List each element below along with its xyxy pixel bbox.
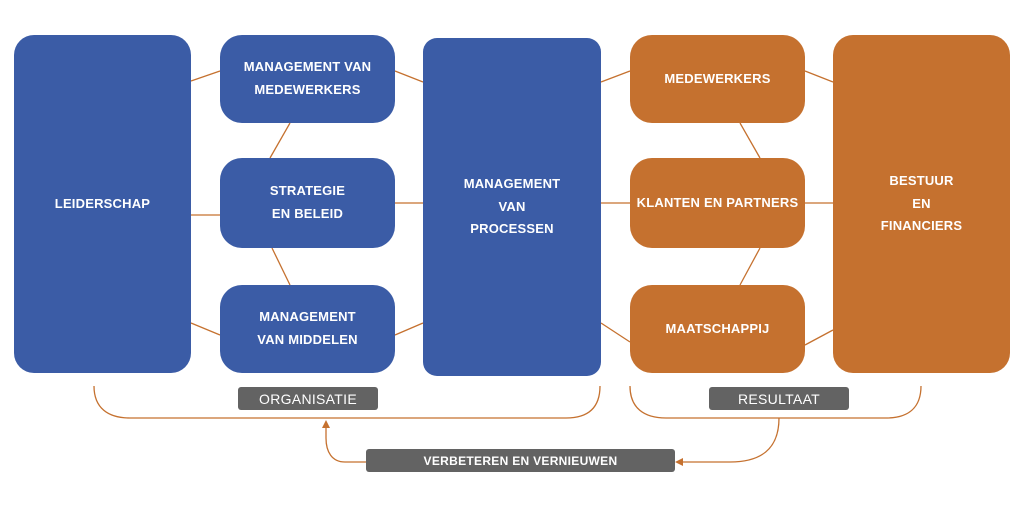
- label-organisatie: ORGANISATIE: [238, 387, 378, 410]
- box-maatschappij: MAATSCHAPPIJ: [630, 285, 805, 373]
- box-management-van-medewerkers-line-1: MANAGEMENT VAN: [243, 59, 372, 75]
- box-management-van-middelen-line-1: MANAGEMENT: [259, 309, 356, 325]
- box-bestuur-en-financiers-line-3: FINANCIERS: [880, 218, 963, 234]
- box-klanten-en-partners: KLANTEN EN PARTNERS: [630, 158, 805, 248]
- box-management-van-processen-line-2: VAN: [498, 198, 526, 214]
- box-medewerkers-line-1: MEDEWERKERS: [664, 70, 771, 86]
- box-bestuur-en-financiers-line-2: EN: [912, 195, 931, 211]
- box-strategie-en-beleid-line-1: STRATEGIE: [269, 183, 346, 199]
- label-resultaat: RESULTAAT: [709, 387, 849, 410]
- label-verbeteren-en-vernieuwen: VERBETEREN EN VERNIEUWEN: [366, 449, 675, 472]
- box-leiderschap-line-1: LEIDERSCHAP: [54, 195, 151, 211]
- box-medewerkers: MEDEWERKERS: [630, 35, 805, 123]
- box-management-van-middelen-line-2: VAN MIDDELEN: [257, 332, 358, 347]
- box-bestuur-en-financiers: BESTUUR EN FINANCIERS: [833, 35, 1010, 373]
- box-management-van-processen: MANAGEMENT VAN PROCESSEN: [423, 38, 601, 376]
- box-bestuur-en-financiers-line-1: BESTUUR: [889, 172, 954, 188]
- box-strategie-en-beleid: STRATEGIE EN BELEID: [220, 158, 395, 248]
- box-management-van-processen-line-1: MANAGEMENT: [463, 175, 561, 191]
- box-maatschappij-line-1: MAATSCHAPPIJ: [665, 320, 770, 336]
- box-strategie-en-beleid-line-2: EN BELEID: [271, 206, 344, 221]
- box-klanten-en-partners-line-1: KLANTEN EN PARTNERS: [636, 194, 799, 210]
- box-management-van-processen-line-3: PROCESSEN: [470, 221, 554, 237]
- box-management-van-medewerkers-line-2: MEDEWERKERS: [254, 82, 361, 97]
- box-management-van-medewerkers: MANAGEMENT VAN MEDEWERKERS: [220, 35, 395, 123]
- box-leiderschap: LEIDERSCHAP: [14, 35, 191, 373]
- box-management-van-middelen: MANAGEMENT VAN MIDDELEN: [220, 285, 395, 373]
